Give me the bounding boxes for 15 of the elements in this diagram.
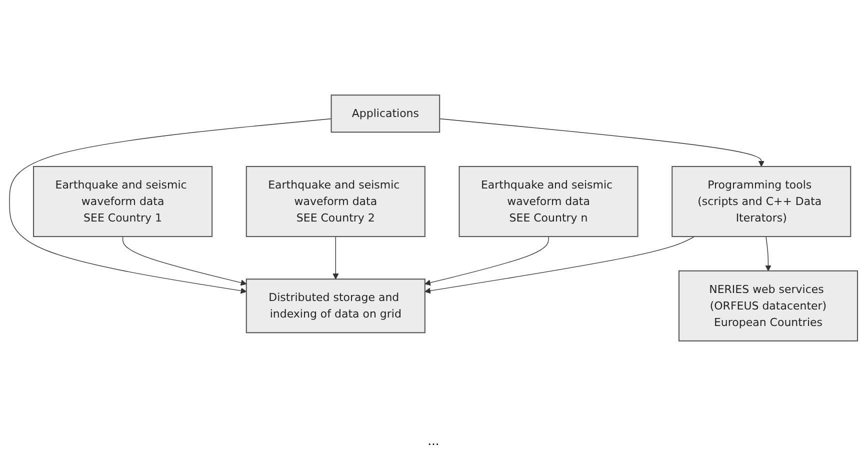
arrow bbox=[439, 118, 764, 167]
arrow bbox=[9, 118, 332, 294]
arrow bbox=[424, 236, 549, 286]
node-box: Earthquake and seismic waveform data SEE Country 1 bbox=[33, 166, 213, 238]
arrow bbox=[765, 236, 772, 272]
arrow bbox=[332, 236, 339, 280]
arrow bbox=[122, 236, 247, 286]
node-box: Distributed storage and indexing of data on grid bbox=[246, 278, 426, 334]
node-box: Programming tools (scripts and C++ Data Iterators) bbox=[672, 166, 852, 238]
ellipsis-label: ... bbox=[428, 434, 440, 448]
node-box: Earthquake and seismic waveform data SEE Country 2 bbox=[246, 166, 426, 238]
node-box: Earthquake and seismic waveform data SEE Country n bbox=[458, 166, 638, 238]
node-box: NERIES web services (ORFEUS datacenter) European Countries bbox=[678, 270, 858, 342]
node-box: Applications bbox=[330, 94, 440, 133]
arrow bbox=[424, 236, 695, 294]
